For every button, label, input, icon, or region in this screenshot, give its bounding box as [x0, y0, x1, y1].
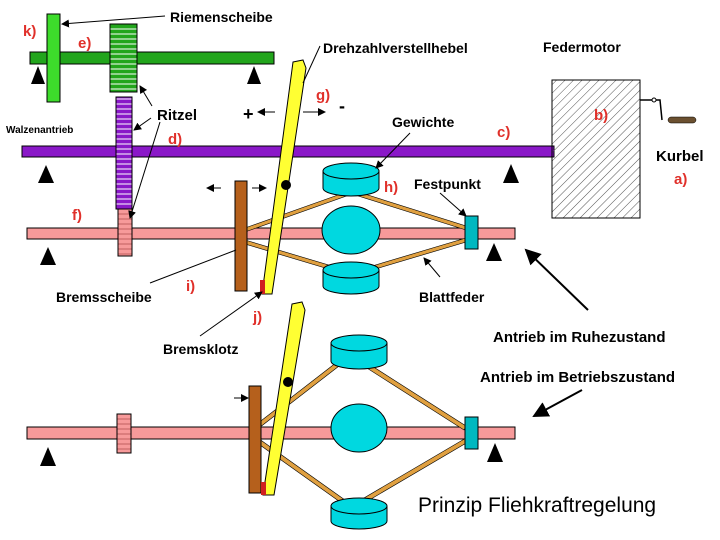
label-walzenantrieb: Walzenantrieb — [6, 125, 73, 136]
label-bremsklotz: Bremsklotz — [163, 341, 238, 357]
support-triangle — [247, 66, 261, 84]
weights-rest — [321, 162, 381, 295]
letter-h: h) — [384, 179, 398, 196]
brake-block-run — [261, 482, 266, 495]
brake-disc-run — [248, 385, 262, 494]
leader-bremsklotz — [199, 291, 263, 337]
pinion-f — [117, 208, 133, 257]
fixed-point-run — [464, 416, 479, 450]
label-kurbel: Kurbel — [656, 148, 704, 165]
pinion-e — [109, 23, 138, 93]
pinion-lower — [116, 413, 132, 454]
belt-pulley — [46, 13, 61, 103]
support-triangle — [487, 443, 503, 462]
letter-g: g) — [316, 87, 330, 104]
label-blattfeder: Blattfeder — [419, 289, 485, 305]
speed-lever-run — [262, 301, 306, 496]
label-festpunkt: Festpunkt — [414, 176, 481, 192]
letter-c: c) — [497, 124, 510, 141]
letter-b: b) — [594, 107, 608, 124]
leaf-springs-run — [252, 351, 469, 510]
letter-e: e) — [78, 35, 91, 52]
lever-pivot — [281, 180, 291, 190]
support-triangle — [31, 66, 45, 84]
leader-ritzel-2 — [133, 117, 152, 131]
roller-shaft — [29, 51, 275, 65]
support-triangle — [486, 243, 502, 261]
letter-j: j) — [252, 309, 262, 326]
letter-d: d) — [168, 131, 182, 148]
arrow-betrieb — [532, 389, 583, 417]
support-triangle — [503, 164, 519, 183]
arrow-ruhe — [524, 248, 589, 311]
leader-bremsscheibe — [149, 249, 237, 284]
leader-drehzahl — [302, 45, 321, 84]
leader-ritzel-1 — [139, 85, 153, 107]
label-ritzel: Ritzel — [157, 107, 197, 124]
spring-motor — [551, 79, 641, 219]
support-triangle — [38, 165, 54, 183]
lever-pivot-run — [283, 377, 293, 387]
label-minus: - — [339, 96, 345, 116]
support-triangle — [40, 447, 56, 466]
label-riemenscheibe: Riemenscheibe — [170, 9, 273, 25]
letter-k: k) — [23, 23, 36, 40]
letter-f: f) — [72, 207, 82, 224]
crank-handle — [667, 116, 697, 124]
brake-shaft-run — [26, 426, 516, 440]
letter-i: i) — [186, 278, 195, 295]
support-triangle — [40, 247, 56, 265]
label-gewichte: Gewichte — [392, 114, 454, 130]
weights-run — [330, 334, 388, 530]
letter-a: a) — [674, 171, 687, 188]
brake-block-rest — [260, 280, 265, 294]
leader-festpunkt — [439, 192, 467, 217]
label-plus: + — [243, 104, 254, 124]
pinion-d — [115, 96, 133, 210]
leader-riemenscheibe — [61, 15, 166, 28]
label-ruhe: Antrieb im Ruhezustand — [493, 329, 666, 346]
label-drehzahl: Drehzahlverstellhebel — [323, 40, 468, 56]
leader-ritzel-3 — [128, 121, 161, 219]
brake-disc-rest — [234, 180, 248, 292]
diagram-title: Prinzip Fliehkraftregelung — [418, 494, 656, 517]
crank-arm — [640, 99, 663, 121]
label-federmotor: Federmotor — [543, 39, 621, 55]
label-betrieb: Antrieb im Betriebszustand — [480, 369, 675, 386]
label-bremsscheibe: Bremsscheibe — [56, 289, 152, 305]
leader-gewichte — [375, 132, 411, 169]
crank-pivot — [651, 97, 657, 103]
fixed-point — [464, 215, 479, 250]
leader-blattfeder — [423, 257, 441, 278]
